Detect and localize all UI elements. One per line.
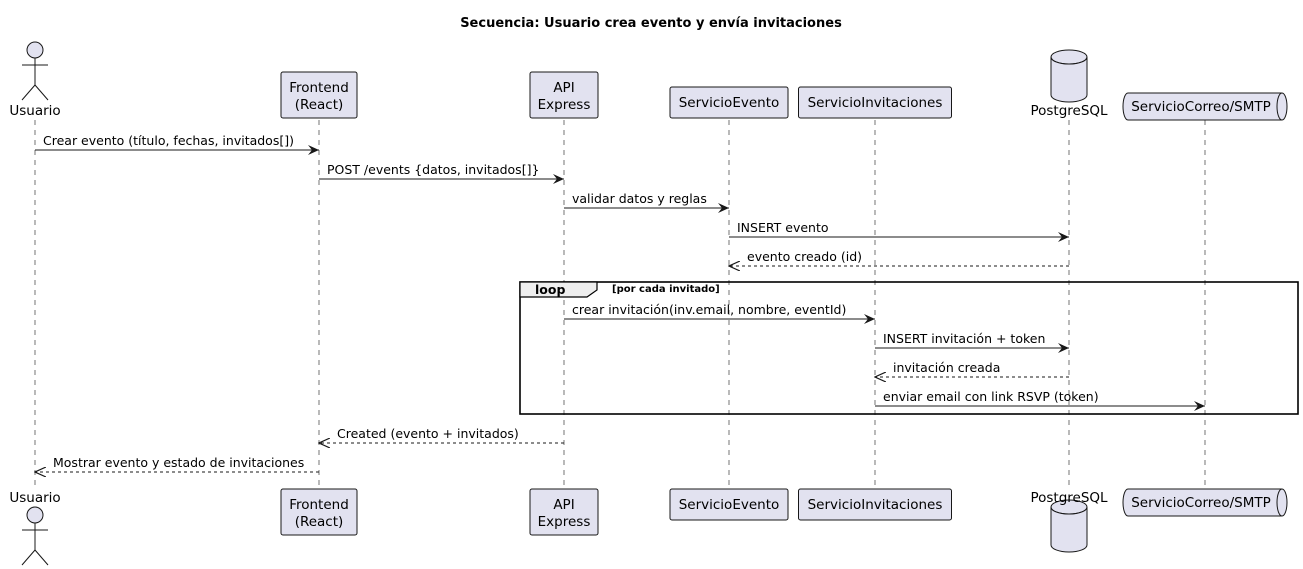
diagram-title: Secuencia: Usuario crea evento y envía i… [460, 16, 842, 31]
participant-box [529, 488, 599, 536]
participant-label: Express [538, 514, 591, 530]
message-label: enviar email con link RSVP (token) [883, 389, 1099, 404]
message-label: POST /events {datos, invitados[]} [327, 162, 539, 177]
participant-box [669, 86, 789, 119]
participant-label: Frontend [289, 80, 349, 96]
actor-icon [21, 41, 49, 101]
participant-label: PostgreSQL [1030, 103, 1108, 119]
participant-box [280, 488, 358, 536]
message-8: invitación creada [875, 360, 1069, 377]
participant-svc-evento-top: ServicioEvento [669, 86, 789, 119]
participant-box [798, 488, 952, 521]
participant-postgres-top: PostgreSQL [1030, 49, 1108, 119]
message-3: validar datos y reglas [564, 191, 729, 213]
participant-label: ServicioCorreo/SMTP [1131, 495, 1271, 511]
participant-label: Usuario [9, 103, 60, 119]
participant-svc-invitaciones-bottom: ServicioInvitaciones [798, 488, 952, 521]
message-label: INSERT invitación + token [883, 331, 1045, 346]
participant-label: PostgreSQL [1030, 490, 1108, 506]
message-6: crear invitación(inv.email, nombre, even… [564, 302, 875, 324]
database-icon [1050, 49, 1088, 103]
participant-label: ServicioInvitaciones [808, 497, 943, 513]
participant-usuario-bottom: Usuario [9, 490, 61, 566]
participant-svc-evento-bottom: ServicioEvento [669, 488, 789, 521]
participant-label: API [553, 80, 574, 96]
message-9: enviar email con link RSVP (token) [875, 389, 1205, 411]
participant-svc-invitaciones-top: ServicioInvitaciones [798, 86, 952, 119]
participant-box [798, 86, 952, 119]
participant-postgres-bottom: PostgreSQL [1030, 490, 1108, 553]
participant-label: ServicioEvento [679, 95, 780, 111]
participant-label: Express [538, 97, 591, 113]
participant-label: API [553, 497, 574, 513]
participant-frontend-top: Frontend(React) [280, 71, 358, 119]
message-label: Mostrar evento y estado de invitaciones [53, 455, 304, 470]
participant-label: Frontend [289, 497, 349, 513]
participant-box [669, 488, 789, 521]
message-label: validar datos y reglas [572, 191, 707, 206]
participant-correo-top: ServicioCorreo/SMTP [1122, 92, 1288, 121]
message-1: Crear evento (título, fechas, invitados[… [35, 133, 319, 155]
loop-fragment-tab [519, 281, 598, 298]
database-icon [1050, 499, 1088, 553]
participant-frontend-bottom: Frontend(React) [280, 488, 358, 536]
message-2: POST /events {datos, invitados[]} [319, 162, 564, 184]
message-label: invitación creada [893, 360, 1000, 375]
participant-label: ServicioEvento [679, 497, 780, 513]
message-label: INSERT evento [737, 220, 829, 235]
participant-box [529, 71, 599, 119]
actor-icon [21, 506, 49, 566]
message-5: evento creado (id) [729, 249, 1069, 266]
participant-usuario-top: Usuario [9, 41, 61, 119]
message-7: INSERT invitación + token [875, 331, 1069, 353]
participant-label: ServicioInvitaciones [808, 95, 943, 111]
loop-fragment-condition: [por cada invitado] [612, 284, 720, 295]
participant-box [280, 71, 358, 119]
loop-fragment [519, 281, 1299, 415]
message-label: evento creado (id) [747, 249, 862, 264]
participant-label: Usuario [9, 490, 60, 506]
message-4: INSERT evento [729, 220, 1069, 242]
message-10: Created (evento + invitados) [319, 426, 564, 443]
message-label: Crear evento (título, fechas, invitados[… [43, 133, 294, 148]
participant-label: ServicioCorreo/SMTP [1131, 99, 1271, 115]
participant-label: (React) [295, 514, 344, 530]
message-11: Mostrar evento y estado de invitaciones [35, 455, 319, 472]
message-label: crear invitación(inv.email, nombre, even… [572, 302, 846, 317]
message-label: Created (evento + invitados) [337, 426, 519, 441]
participant-correo-bottom: ServicioCorreo/SMTP [1122, 488, 1288, 517]
loop-fragment-keyword: loop [535, 282, 565, 297]
participant-label: (React) [295, 97, 344, 113]
